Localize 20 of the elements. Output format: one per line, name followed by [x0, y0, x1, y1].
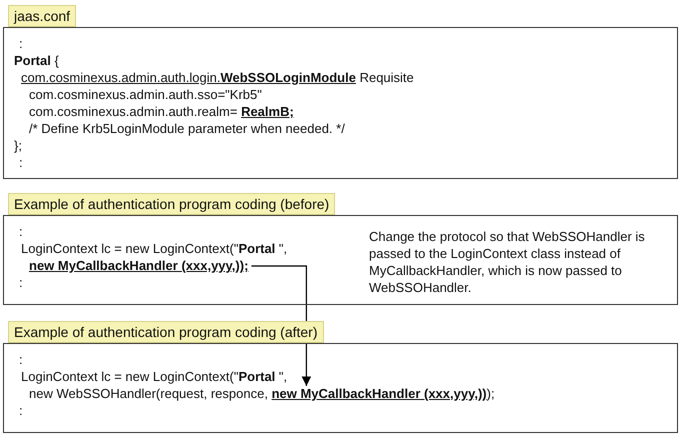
code-line: : — [19, 224, 23, 240]
code-line: /* Define Krb5LoginModule parameter when needed. */ — [29, 121, 345, 137]
code-line: : — [19, 352, 23, 368]
heading-tab: jaas.conf — [8, 5, 76, 27]
code-line: new MyCallbackHandler (xxx,yyy,)); — [29, 258, 248, 274]
code-line: : — [19, 403, 23, 419]
code-line: new WebSSOHandler(request, responce, new MyCallbackHandler (xxx,yyy,))); — [29, 386, 495, 402]
code-line: com.cosminexus.admin.auth.sso="Krb5" — [29, 87, 262, 103]
heading-tab: Example of authentication program coding (before) — [8, 193, 336, 215]
code-line: com.cosminexus.admin.auth.login.WebSSOLoginModule Requisite — [21, 70, 414, 86]
code-line: com.cosminexus.admin.auth.realm= RealmB; — [29, 104, 294, 120]
code-line: LoginContext lc = new LoginContext("Portal ", — [21, 241, 288, 257]
heading-tab: Example of authentication program coding (after) — [8, 321, 324, 343]
code-line: LoginContext lc = new LoginContext("Portal ", — [21, 369, 288, 385]
code-line: : — [19, 155, 23, 171]
note-text: Change the protocol so that WebSSOHandler is passed to the LoginContext class instead of MyCallbackHandler, which is now passed to WebSSOHandler. — [369, 228, 646, 296]
code-line: : — [19, 36, 23, 52]
code-line: }; — [14, 138, 22, 154]
code-line: Portal { — [14, 53, 59, 69]
code-line: : — [19, 275, 23, 291]
